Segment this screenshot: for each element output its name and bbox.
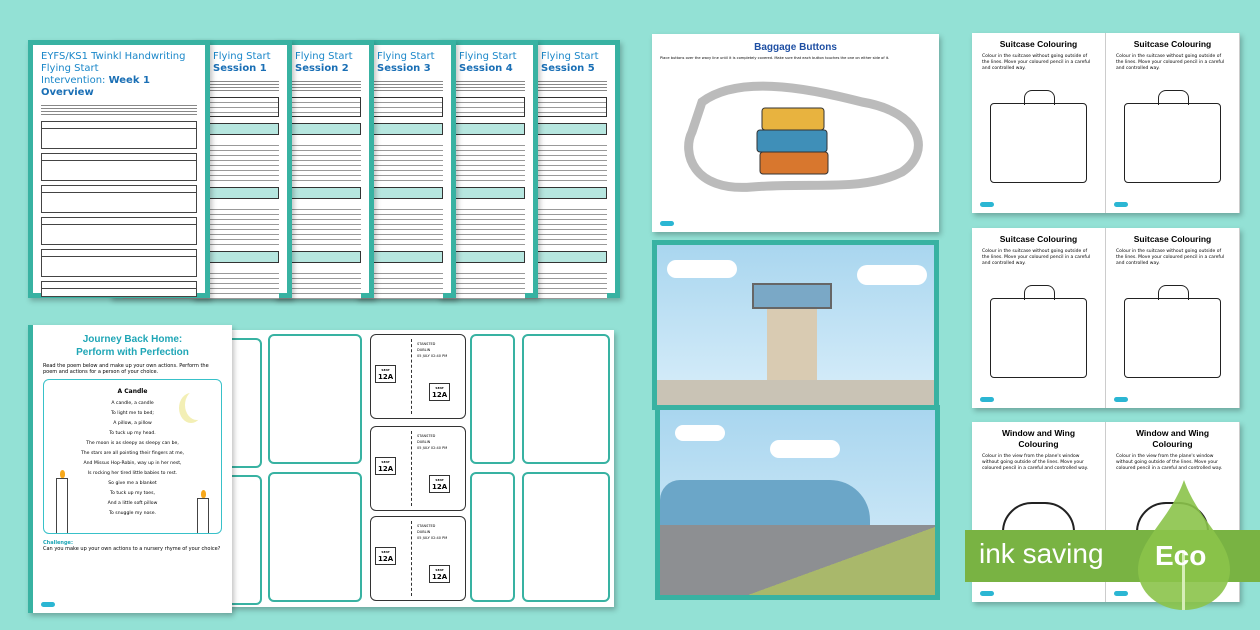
suitcase-outline-icon — [990, 90, 1087, 183]
eco-drop-icon — [1138, 480, 1230, 610]
moon-icon — [185, 390, 209, 420]
colouring-title: Suitcase Colouring — [1133, 234, 1212, 244]
poem-line: A pillow, a pillow — [113, 421, 152, 426]
suitcase-outline-icon — [1124, 285, 1221, 378]
session-title: Flying Start — [541, 51, 599, 62]
poem-box: A Candle A candle, a candle To light me t… — [43, 379, 222, 534]
pass-date: 05 JULY — [417, 354, 430, 358]
seat-label: SEAT — [435, 478, 444, 482]
poem-title: A Candle — [117, 388, 148, 395]
baggage-title: Baggage Buttons — [754, 42, 837, 53]
poem-heading-2: Perform with Perfection — [76, 347, 189, 358]
overview-subtitle: Intervention: — [41, 75, 109, 86]
colouring-instructions: Colour in the suitcase without going out… — [982, 249, 1091, 266]
pass-from: STANSTED — [417, 434, 436, 438]
session-title: Flying Start — [295, 51, 353, 62]
poem-line: So give me a blanket — [108, 481, 157, 486]
colouring-title: Suitcase Colouring — [999, 39, 1078, 49]
challenge-text: Can you make up your own actions to a nu… — [43, 546, 221, 552]
colouring-title: Suitcase Colouring — [1133, 39, 1212, 49]
pass-from: STANSTED — [417, 342, 436, 346]
eco-badge: Eco — [1155, 540, 1207, 571]
desk-card — [268, 472, 362, 602]
session-title: Flying Start — [377, 51, 435, 62]
pass-date: 05 JULY — [417, 536, 430, 540]
seat-number: 12A — [432, 573, 448, 581]
colouring-instructions: Colour in the view from the plane's wind… — [982, 454, 1089, 471]
poem-worksheet: Journey Back Home: Perform with Perfectio… — [28, 325, 232, 613]
challenge-label: Challenge: — [43, 540, 73, 546]
traveller-card — [522, 334, 610, 464]
pass-time: 02:40 PM — [430, 446, 448, 450]
candle-icon — [56, 470, 68, 533]
poem-line: To tuck up my head. — [109, 431, 156, 436]
colouring-title: Suitcase Colouring — [999, 234, 1078, 244]
seat-label: SEAT — [435, 568, 444, 572]
pass-date: 05 JULY — [417, 446, 430, 450]
overview-week: Week 1 Overview — [41, 75, 150, 98]
overview-page: EYFS/KS1 Twinkl Handwriting Flying Start… — [28, 40, 210, 298]
suitcase-outline-icon — [990, 285, 1087, 378]
seat-label: SEAT — [381, 460, 390, 464]
baggage-instructions: Place buttons over the wavy line until i… — [660, 56, 890, 60]
suitcase-outline-icon — [1124, 90, 1221, 183]
seat-number: 12A — [432, 483, 448, 491]
seat-label: SEAT — [381, 550, 390, 554]
poem-instructions: Read the poem below and make up your own… — [43, 363, 209, 375]
colouring-title: Window and Wing Colouring — [1001, 428, 1076, 449]
session-title: Flying Start — [213, 51, 271, 62]
colouring-instructions: Colour in the view from the plane's wind… — [1116, 454, 1223, 471]
pass-to: DUBLIN — [417, 440, 431, 444]
pass-to: DUBLIN — [417, 530, 431, 534]
colouring-instructions: Colour in the suitcase without going out… — [982, 54, 1091, 71]
pass-to: DUBLIN — [417, 348, 431, 352]
poem-line: To snuggle my nose. — [109, 511, 156, 516]
poem-line: The moon is as sleepy as sleepy can be, — [86, 441, 179, 446]
control-tower-picture — [652, 240, 939, 410]
seat-number: 12A — [378, 373, 394, 381]
colouring-title: Window and Wing Colouring — [1135, 428, 1210, 449]
seat-number: 12A — [378, 555, 394, 563]
poem-line: And Missus Hop-Robin, way up in her nest… — [83, 461, 182, 466]
poem-line: To light me to bed; — [111, 411, 154, 416]
seat-number: 12A — [432, 391, 448, 399]
session-title: Flying Start — [459, 51, 517, 62]
twinkl-logo — [660, 221, 674, 226]
traveller-card — [522, 472, 610, 602]
seat-label: SEAT — [381, 368, 390, 372]
candle-icon — [197, 490, 209, 533]
poem-line: Is rocking her tired little babies to re… — [87, 471, 178, 476]
colouring-instructions: Colour in the suitcase without going out… — [1116, 249, 1225, 266]
session-number: Session 1 — [213, 63, 267, 74]
pass-time: 02:40 PM — [430, 536, 448, 540]
baggage-buttons-page: Baggage Buttons Place buttons over the w… — [652, 34, 939, 232]
poem-line: A candle, a candle — [111, 401, 154, 406]
desk-card — [268, 334, 362, 464]
seat-label: SEAT — [435, 386, 444, 390]
session-number: Session 4 — [459, 63, 513, 74]
wavy-track — [684, 81, 923, 192]
poem-line: And a little soft pillow — [107, 501, 158, 506]
overview-title: EYFS/KS1 Twinkl Handwriting Flying Start — [41, 51, 186, 74]
airport-terminal-picture — [655, 405, 940, 600]
pass-time: 02:40 PM — [430, 354, 448, 358]
ink-saving-label: ink saving — [979, 538, 1104, 569]
twinkl-logo — [41, 602, 55, 607]
pass-from: STANSTED — [417, 524, 436, 528]
session-number: Session 3 — [377, 63, 431, 74]
poem-line: To tuck up my toes, — [110, 491, 155, 496]
poem-line: The stars are all pointing their fingers… — [80, 451, 185, 456]
session-number: Session 2 — [295, 63, 349, 74]
colouring-instructions: Colour in the suitcase without going out… — [1116, 54, 1225, 71]
session-number: Session 5 — [541, 63, 595, 74]
poem-heading-1: Journey Back Home: — [82, 334, 183, 345]
seat-number: 12A — [378, 465, 394, 473]
